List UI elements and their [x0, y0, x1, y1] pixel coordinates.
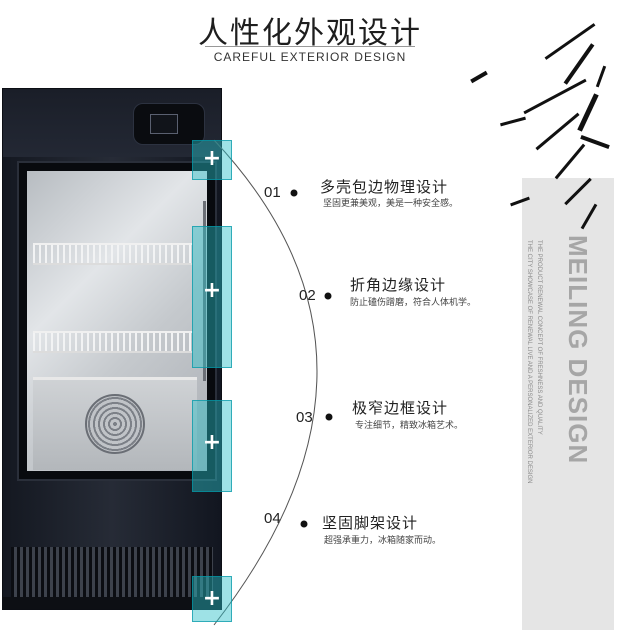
feature-title: 极窄边框设计 [352, 399, 449, 417]
fridge-top-panel [3, 89, 221, 157]
feature-number: 03 [296, 409, 313, 426]
title-divider [205, 46, 415, 47]
feature-title: 折角边缘设计 [350, 276, 447, 294]
fridge-body [2, 88, 222, 610]
fan-icon [85, 394, 145, 454]
connector-dot [324, 292, 332, 300]
glass-door [17, 161, 217, 481]
feature-description: 超强承重力，冰箱随家而动。 [324, 536, 442, 546]
feature-number: 04 [264, 510, 281, 527]
feature-description: 坚固更兼美观，美是一种安全感。 [323, 199, 459, 209]
feature-title: 坚固脚架设计 [322, 514, 419, 532]
page-title: 人性化外观设计 [198, 16, 422, 51]
brand-watermark: MEILING DESIGN [563, 235, 593, 465]
fridge-feet [3, 597, 221, 609]
feature-description: 防止磕伤蹭磨，符合人体机学。 [350, 298, 477, 308]
feature-title: 多壳包边物理设计 [320, 178, 449, 196]
decorative-fine-text: THE PRODUCT RENEWAL CONCEPT OF FRESHNESS… [536, 240, 542, 435]
feature-number: 02 [299, 287, 316, 304]
page-subtitle: CAREFUL EXTERIOR DESIGN [213, 50, 407, 64]
feature-description: 专注细节，精致冰箱艺术。 [355, 421, 464, 431]
plus-icon: + [202, 146, 222, 171]
connector-dot [290, 189, 298, 197]
control-display [150, 114, 178, 134]
highlight-marker: + [192, 400, 232, 492]
door-handle [203, 201, 206, 381]
shelf [33, 243, 193, 265]
highlight-marker: + [192, 226, 232, 368]
connector-dot [325, 413, 333, 421]
shelf [33, 331, 193, 353]
vent-grill [11, 547, 213, 597]
connector-dot [300, 520, 308, 528]
decorative-band [522, 178, 614, 630]
plus-icon: + [202, 278, 222, 303]
feature-number: 01 [264, 184, 281, 201]
highlight-marker: + [192, 140, 232, 180]
plus-icon: + [202, 430, 222, 455]
plus-icon: + [202, 586, 222, 611]
fridge-image [2, 88, 222, 616]
control-panel [133, 103, 205, 145]
door-glass [27, 171, 207, 471]
highlight-marker: + [192, 576, 232, 622]
decorative-fine-text: THE CITY SHOWCASE OF RENEWAL LIVE AND A … [526, 240, 532, 484]
fan-panel [33, 377, 197, 470]
